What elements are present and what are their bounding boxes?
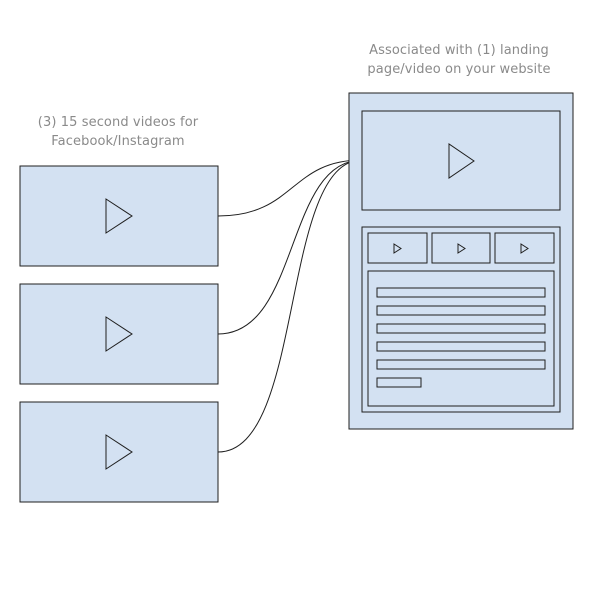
text-line: [376, 341, 546, 352]
play-triangle-icon: [520, 243, 529, 254]
connector-lines: [217, 159, 363, 453]
text-line: [376, 287, 546, 298]
thumbnail-video-1[interactable]: [367, 232, 428, 264]
social-videos-caption-line2: Facebook/Instagram: [51, 134, 185, 149]
text-block: [367, 270, 555, 407]
play-triangle-icon: [105, 316, 133, 352]
landing-page-caption-line1: Associated with (1) landing: [369, 43, 549, 58]
connector-line-2: [217, 159, 363, 335]
play-triangle-icon: [393, 243, 402, 254]
landing-page-caption-line2: page/video on your website: [367, 62, 551, 77]
social-videos-caption-line1: (3) 15 second videos for: [37, 115, 199, 130]
landing-page-mockup: [348, 92, 574, 430]
social-video-1[interactable]: [19, 165, 219, 267]
hero-video[interactable]: [361, 110, 561, 211]
text-line-short: [376, 377, 422, 388]
text-line: [376, 305, 546, 316]
text-line: [376, 359, 546, 370]
play-triangle-icon: [105, 198, 133, 234]
thumbnail-video-3[interactable]: [494, 232, 555, 264]
landing-page-caption: Associated with (1) landing page/video o…: [348, 41, 570, 79]
connector-line-1: [217, 159, 363, 217]
play-triangle-icon: [457, 243, 466, 254]
text-line: [376, 323, 546, 334]
connector-line-3: [217, 159, 363, 453]
play-triangle-icon: [105, 434, 133, 470]
social-video-3[interactable]: [19, 401, 219, 503]
play-triangle-icon: [448, 143, 475, 179]
social-video-2[interactable]: [19, 283, 219, 385]
social-videos-caption: (3) 15 second videos for Facebook/Instag…: [18, 113, 218, 151]
thumbnail-video-2[interactable]: [431, 232, 491, 264]
